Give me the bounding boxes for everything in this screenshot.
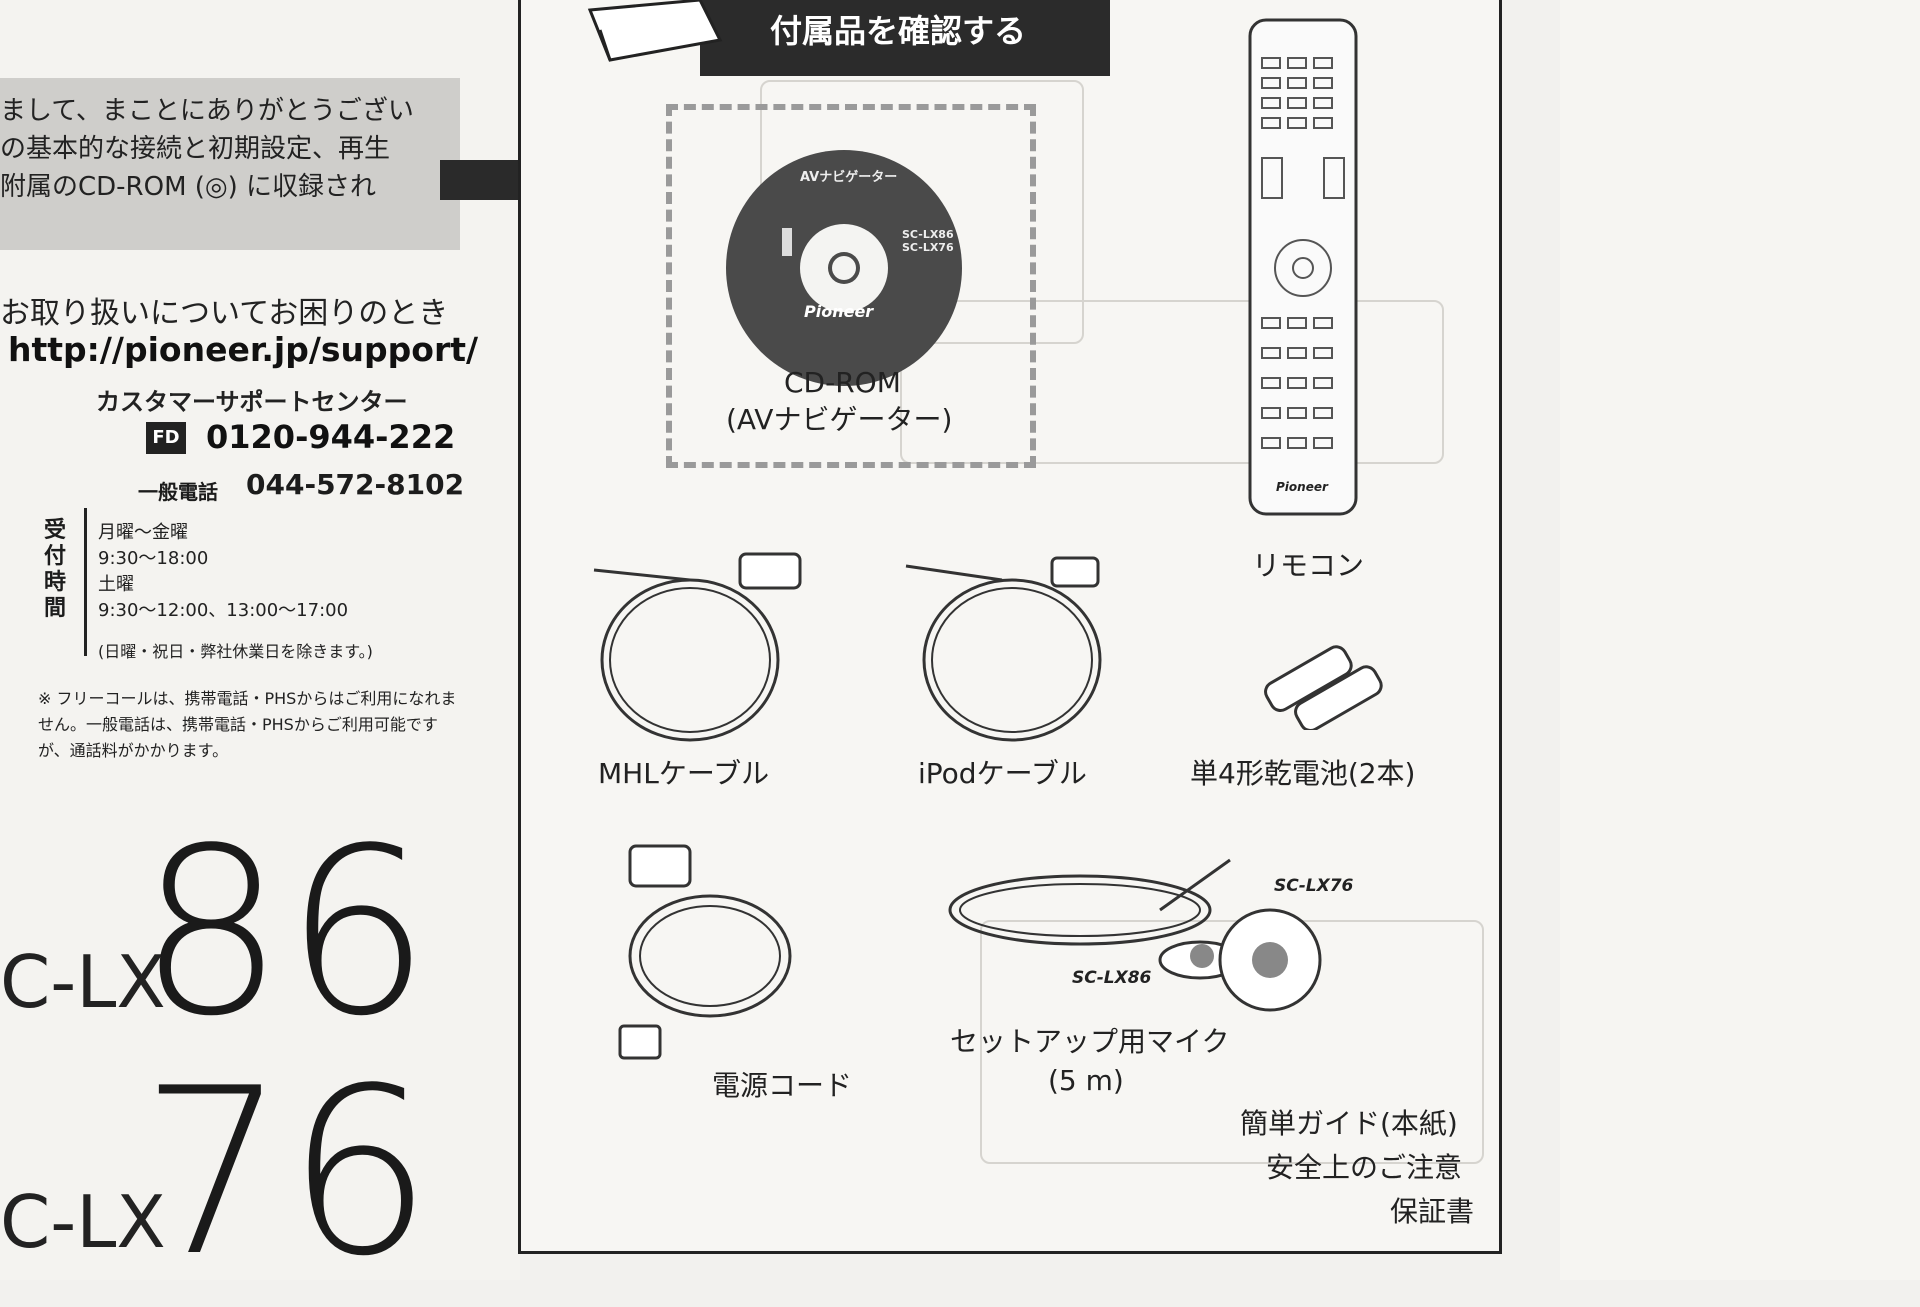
model-prefix-86: C-LX: [0, 940, 166, 1024]
mic-sublabel: (5 m): [1048, 1064, 1124, 1097]
ipod-label: iPodケーブル: [918, 757, 1087, 790]
intro-text: まして、まことにありがとうござい の基本的な接続と初期設定、再生 附属のCD-R…: [0, 92, 414, 206]
intro-line: の基本的な接続と初期設定、再生: [0, 134, 391, 164]
remote-control-icon: [1248, 18, 1358, 516]
right-page: [1560, 0, 1920, 1280]
power-cord-icon: [618, 844, 792, 1060]
hours-divider: [84, 508, 87, 656]
remote-brand: Pioneer: [1276, 480, 1328, 494]
cd-label: CD-ROM: [784, 366, 901, 399]
hours-line: 土曜: [98, 574, 134, 595]
freecall-icon: FD: [146, 422, 186, 454]
support-url: http://pioneer.jp/support/: [8, 330, 479, 369]
background-diagram: [900, 300, 1444, 464]
freecall-number: 0120-944-222: [206, 418, 456, 456]
hours-line: 9:30～18:00: [98, 548, 209, 569]
intro-band: [0, 78, 460, 250]
cd-highlight-box: [666, 104, 1036, 468]
background-diagram: [980, 920, 1484, 1164]
document-item: 簡単ガイド(本紙): [1240, 1107, 1458, 1140]
intro-line: 附属のCD-ROM (◎) に収録され: [0, 172, 377, 202]
battery-icon: [1264, 645, 1383, 730]
power-cord-label: 電源コード: [712, 1069, 853, 1102]
document-item: 安全上のご注意: [1266, 1151, 1463, 1184]
ipod-cable-icon: [905, 556, 1102, 742]
mic-model-86: SC-LX86: [1072, 968, 1152, 988]
mic-model-76: SC-LX76: [1274, 876, 1354, 896]
freecall-note: ※ フリーコールは、携帯電話・PHSからはご利用になれません。一般電話は、携帯電…: [38, 689, 457, 760]
header-title: 付属品を確認する: [770, 12, 1027, 50]
document-item: 保証書: [1390, 1195, 1475, 1228]
header-bar: [700, 0, 1110, 76]
hours-note: (日曜・祝日・弊社休業日を除きます。): [98, 642, 373, 661]
general-phone-label: 一般電話: [138, 480, 218, 504]
cd-disc-icon: [726, 150, 962, 386]
support-center-name: カスタマーサポートセンター: [96, 388, 408, 416]
mic-label: セットアップ用マイク: [950, 1025, 1230, 1058]
cd-disc-models: SC-LX86 SC-LX76: [902, 228, 954, 254]
mhl-cable-icon: [593, 552, 802, 742]
cd-disc-title: AVナビゲーター: [800, 170, 898, 185]
cd-disc-brand: Pioneer: [804, 302, 874, 321]
battery-label: 単4形乾電池(2本): [1190, 757, 1416, 790]
hours-line: 9:30～12:00、13:00～17:00: [98, 600, 349, 621]
remote-label: リモコン: [1252, 549, 1365, 582]
model-number-76: 76: [140, 1040, 433, 1307]
box-icon: [587, 0, 723, 62]
left-panel: まして、まことにありがとうござい の基本的な接続と初期設定、再生 附属のCD-R…: [0, 0, 520, 1307]
mhl-label: MHLケーブル: [598, 757, 770, 790]
hours-title: 受付時間: [44, 518, 67, 621]
intro-line: まして、まことにありがとうござい: [0, 96, 414, 126]
model-number-86: 86: [138, 800, 431, 1067]
model-prefix-76: C-LX: [0, 1180, 166, 1264]
hours-line: 月曜～金曜: [98, 522, 188, 543]
setup-mic-icon: [948, 858, 1322, 1012]
contact-heading: お取り扱いについてお困りのとき: [0, 296, 449, 331]
general-phone-number: 044-572-8102: [246, 468, 465, 501]
cd-sublabel: (AVナビゲーター): [726, 403, 953, 436]
